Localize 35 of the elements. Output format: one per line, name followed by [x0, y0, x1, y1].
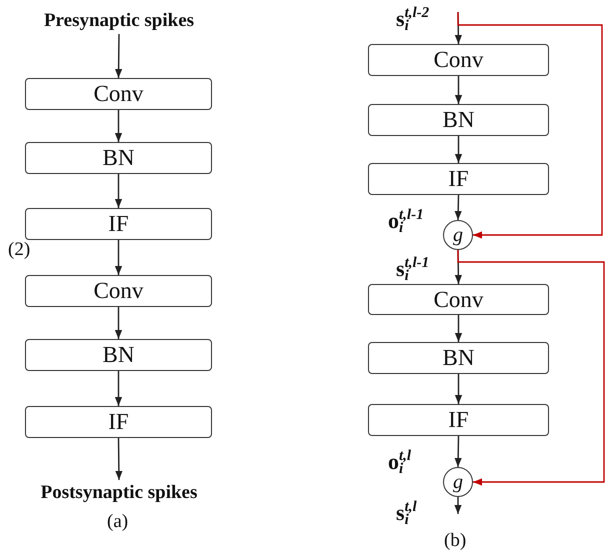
arrow	[457, 12, 603, 239]
layer-box: IF	[25, 406, 212, 438]
layer-box: IF	[25, 208, 212, 240]
arrow	[114, 110, 122, 142]
arrow	[457, 250, 605, 486]
spikes-label: Presynaptic spikes	[20, 8, 218, 34]
layer-box: Conv	[368, 284, 549, 315]
gate-circle: g	[443, 467, 473, 497]
layer-box: BN	[25, 339, 212, 371]
arrow	[454, 436, 462, 468]
gate-circle: g	[443, 220, 473, 250]
layer-box: IF	[368, 404, 549, 436]
arrow	[114, 240, 122, 275]
arrow	[115, 438, 122, 480]
panel-label: (b)	[444, 531, 466, 550]
arrow	[454, 136, 462, 163]
arrow	[454, 315, 462, 342]
arrow	[114, 174, 122, 208]
layer-box: Conv	[368, 44, 549, 76]
panel-label: (a)	[107, 512, 128, 531]
layer-box: BN	[368, 104, 549, 136]
layer-box: IF	[368, 163, 549, 195]
arrow	[454, 76, 462, 104]
layer-box: BN	[25, 142, 212, 174]
spikes-label: Postsynaptic spikes	[16, 480, 222, 506]
arrow	[454, 374, 462, 404]
arrow	[114, 307, 122, 339]
layer-box: BN	[368, 342, 549, 374]
arrow	[454, 194, 462, 220]
layer-box: Conv	[25, 78, 212, 110]
arrow	[454, 497, 462, 514]
panel-label: (2)	[8, 240, 30, 259]
layer-box: Conv	[25, 275, 212, 307]
arrow	[114, 371, 122, 406]
arrow	[115, 34, 122, 78]
